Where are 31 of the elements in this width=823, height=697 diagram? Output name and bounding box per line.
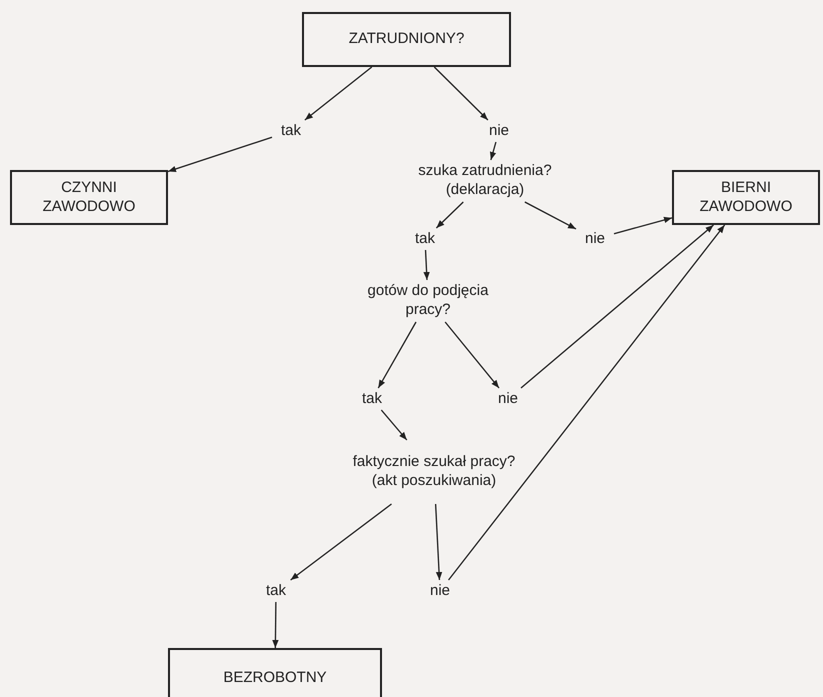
question-text: nie <box>584 230 606 248</box>
arrow <box>436 202 464 228</box>
arrow <box>524 201 576 230</box>
question-text: tak <box>266 582 286 600</box>
arrow <box>272 602 279 648</box>
arrow <box>444 322 500 388</box>
arrow <box>304 66 372 120</box>
arrow <box>290 503 392 581</box>
category-box: BIERNI ZAWODOWO <box>672 170 820 225</box>
question-text: tak <box>280 122 301 140</box>
question-text: szuka zatrudnienia? (deklaracja) <box>417 162 553 200</box>
arrow <box>434 504 442 580</box>
arrow <box>378 322 417 388</box>
arrow <box>520 224 714 388</box>
arrow <box>168 136 272 172</box>
arrow <box>448 224 726 580</box>
question-text: gotów do podjęcia pracy? <box>366 282 490 320</box>
arrow <box>434 66 488 120</box>
question-text: nie <box>498 390 518 408</box>
question-text: tak <box>362 390 382 408</box>
category-box: CZYNNI ZAWODOWO <box>10 170 168 225</box>
question-text: faktycznie szukał pracy? (akt poszukiwania) <box>352 453 516 491</box>
arrow <box>423 250 430 280</box>
question-text: nie <box>430 582 450 600</box>
question-text: nie <box>488 122 510 140</box>
arrow <box>490 142 497 160</box>
category-box: BEZROBOTNY <box>168 648 382 697</box>
category-box: ZATRUDNIONY? <box>302 12 511 67</box>
arrow <box>380 410 408 440</box>
question-text: tak <box>414 230 435 248</box>
arrow <box>614 216 672 234</box>
